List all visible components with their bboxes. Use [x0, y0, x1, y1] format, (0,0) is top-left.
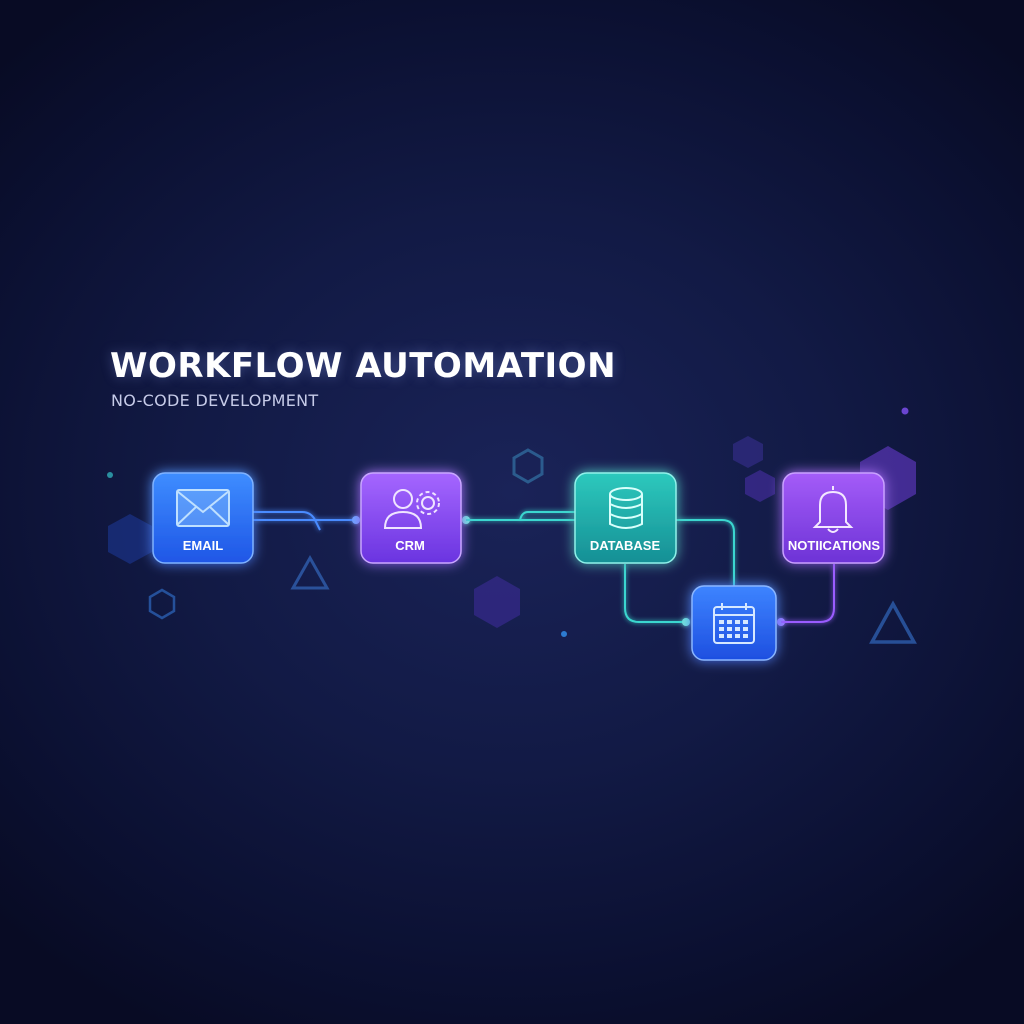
crm-node[interactable]: CRM [360, 472, 462, 564]
page-subtitle: NO-CODE DEVELOPMENT [111, 391, 319, 410]
hexagon-outline-shape [512, 448, 544, 484]
dot-shape [901, 407, 909, 415]
connector-node-dot [682, 618, 690, 626]
user-gear-icon [383, 489, 440, 529]
database-node-label: DATABASE [590, 538, 661, 553]
notifications-node-label: NOTIICATIONS [788, 538, 881, 553]
triangle-outline-shape [869, 600, 917, 644]
calendar-icon [713, 603, 755, 644]
hexagon-shape [474, 576, 520, 628]
email-node-label: EMAIL [183, 538, 224, 553]
envelope-icon [176, 489, 230, 527]
dot-shape [107, 472, 113, 478]
page-title: WORKFLOW AUTOMATION [110, 346, 617, 386]
email-node[interactable]: EMAIL [152, 472, 254, 564]
bell-icon [812, 486, 854, 533]
hexagon-shape [733, 436, 763, 468]
connectors [253, 511, 835, 626]
connector-database-calendar [676, 519, 735, 586]
database-node[interactable]: DATABASE [574, 472, 677, 564]
connector-calendar-notifications [781, 564, 835, 623]
crm-node-label: CRM [395, 538, 425, 553]
hexagon-shape [745, 470, 775, 502]
calendar-node[interactable] [691, 585, 777, 661]
hexagon-shape [108, 514, 152, 564]
database-icon [609, 487, 643, 529]
connector-database-calendar [624, 564, 686, 623]
connector-crm-database [466, 511, 575, 521]
connector-node-dot [352, 516, 360, 524]
decorative-shapes [107, 407, 917, 644]
hexagon-outline-shape [148, 588, 176, 620]
notifications-node[interactable]: NOTIICATIONS [782, 472, 885, 564]
connector-email-crm [253, 511, 321, 531]
dot-shape [561, 631, 567, 637]
triangle-outline-shape [290, 554, 330, 590]
